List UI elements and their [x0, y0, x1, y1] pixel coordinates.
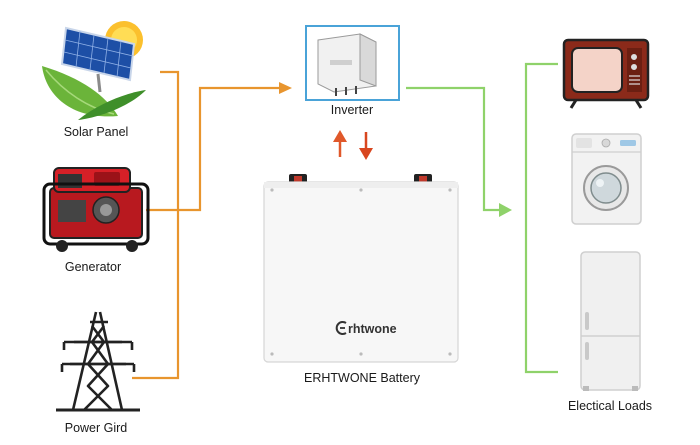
refrigerator-icon: [580, 251, 641, 391]
battery-brand-logo: rhtwone: [335, 321, 397, 336]
load-bus-line: [524, 62, 558, 374]
up-arrow-icon: [333, 130, 347, 157]
power-tower-icon: [56, 311, 140, 412]
inverter-label: Inverter: [331, 103, 373, 117]
load-connection-lines: [406, 62, 558, 374]
battery-label: ERHTWONE Battery: [304, 371, 421, 385]
solar-panel-icon: [42, 21, 146, 120]
solar-panel-label: Solar Panel: [64, 125, 129, 139]
down-arrow-icon: [359, 132, 373, 160]
battery-icon: [263, 174, 459, 363]
source-bus-line: [132, 70, 180, 380]
generator-label: Generator: [65, 260, 121, 274]
source-connection-lines: [132, 70, 280, 380]
to-inverter-line: [178, 86, 280, 212]
power-grid-label: Power Gird: [65, 421, 128, 435]
washing-machine-icon: [571, 133, 642, 225]
to-loads-arrowhead: [499, 203, 512, 217]
generator-icon: [42, 167, 150, 252]
inverter-icon: [317, 33, 377, 96]
from-inverter-line: [406, 86, 500, 212]
electrical-loads-label: Electical Loads: [568, 399, 652, 413]
inverter-box[interactable]: [305, 25, 400, 101]
to-inverter-arrowhead: [279, 82, 292, 94]
tv-icon: [562, 38, 650, 109]
battery-brand-text: rhtwone: [348, 322, 397, 336]
